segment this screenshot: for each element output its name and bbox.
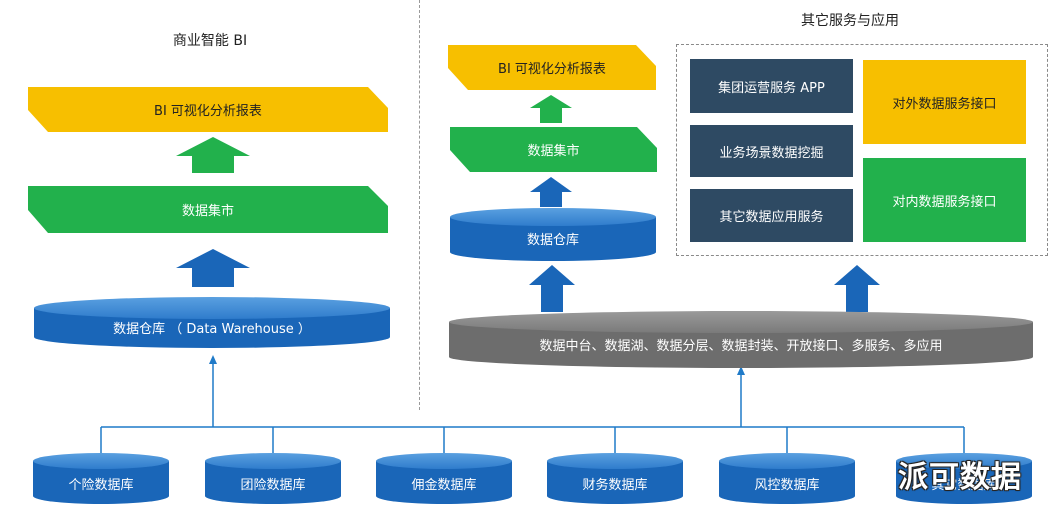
- right-data-mart-banner: [450, 127, 657, 172]
- platform-cylinder: [449, 322, 1033, 368]
- service-box-group-ops-app: 集团运营服务 APP: [690, 59, 853, 113]
- source-label-group: 团险数据库: [240, 477, 306, 493]
- section-divider: [419, 0, 420, 410]
- other-services-group: [676, 44, 1048, 256]
- source-label-risk: 风控数据库: [754, 477, 820, 493]
- source-label-individual: 个险数据库: [68, 477, 134, 493]
- bi-section-title: 商业智能 BI: [172, 33, 248, 49]
- right-arrow-up-3: [529, 265, 575, 312]
- source-label-other: 其它数据库: [931, 477, 997, 493]
- left-arrow-up-1: [176, 137, 250, 173]
- source-label-finance: 财务数据库: [582, 477, 648, 493]
- right-bi-report-label: BI 可视化分析报表: [498, 62, 606, 77]
- service-box-data-mining: 业务场景数据挖掘: [690, 125, 853, 177]
- left-data-mart-label: 数据集市: [181, 204, 234, 219]
- platform-label: 数据中台、数据湖、数据分层、数据封装、开放接口、多服务、多应用: [539, 338, 943, 354]
- right-data-mart-label: 数据集市: [527, 144, 580, 159]
- watermark: 派可数据: [898, 460, 1022, 495]
- internal-api-box: 对内数据服务接口: [863, 158, 1026, 242]
- right-arrow-up-1: [530, 95, 572, 123]
- right-data-warehouse-cylinder: [450, 217, 656, 261]
- service-box-other-apps: 其它数据应用服务: [690, 189, 853, 242]
- left-bi-report-label: BI 可视化分析报表: [154, 104, 262, 119]
- right-arrow-up-2: [530, 177, 572, 207]
- right-bi-report-banner: [448, 45, 656, 90]
- other-section-title: 其它服务与应用: [801, 13, 899, 29]
- left-data-warehouse-cylinder: [34, 308, 390, 348]
- left-bi-report-banner: [28, 87, 388, 132]
- source-label-commission: 佣金数据库: [411, 477, 477, 493]
- external-api-box: 对外数据服务接口: [863, 60, 1026, 144]
- left-data-warehouse-label: 数据仓库 （ Data Warehouse ）: [113, 321, 311, 337]
- left-data-mart-banner: [28, 186, 388, 233]
- source-cylinders: [33, 453, 1032, 504]
- right-data-warehouse-label: 数据仓库: [526, 232, 579, 248]
- left-arrow-up-2: [176, 249, 250, 287]
- right-arrow-up-4: [834, 265, 880, 312]
